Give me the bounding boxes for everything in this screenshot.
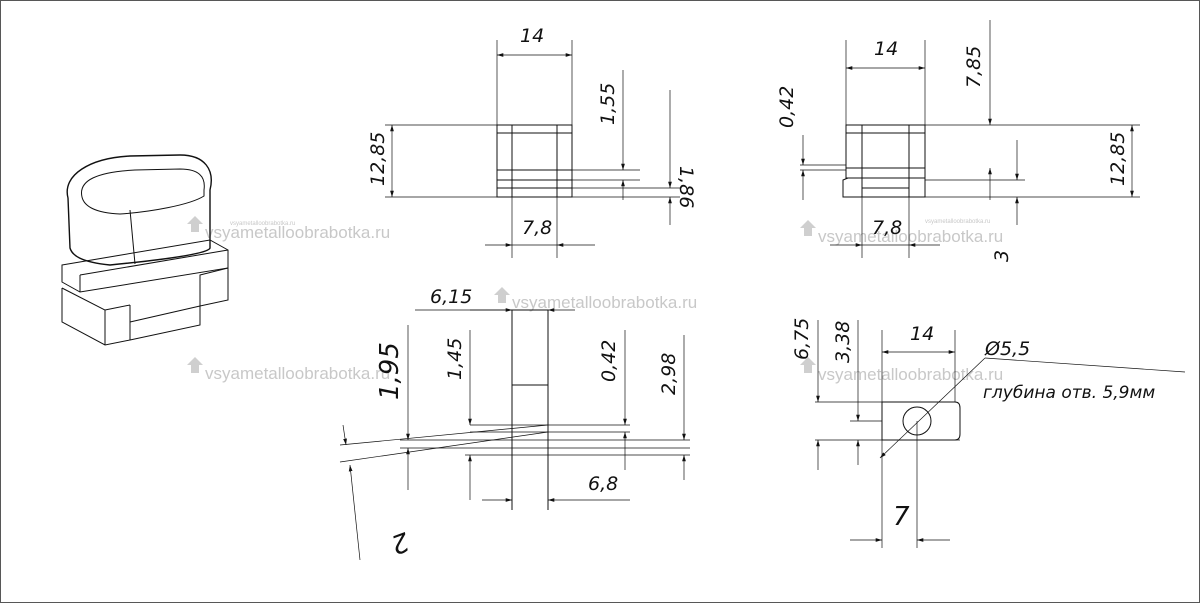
dim-h4: 2,98 (658, 353, 680, 395)
watermark-5: vsyametalloobrabotka.ru (800, 357, 1003, 384)
svg-text:vsyametalloobrabotka.ru: vsyametalloobrabotka.ru (205, 223, 390, 242)
section-view: 6,15 1,95 1,45 0,42 2,98 6,8 2 (339, 286, 690, 561)
watermark-2: vsyametalloobrabotka.ru (187, 357, 390, 383)
dim-h3: 0,42 (598, 340, 620, 382)
svg-text:vsyametalloobrabotka.ru: vsyametalloobrabotka.ru (925, 219, 990, 225)
dim-d1: 6,75 (791, 318, 813, 360)
svg-text:vsyametalloobrabotka.ru: vsyametalloobrabotka.ru (818, 227, 1003, 246)
dim-width: 14 (520, 25, 544, 47)
watermark-1: vsyametalloobrabotka.ru vsyametalloobrab… (187, 216, 390, 242)
dim-bottom: 6,8 (588, 473, 618, 495)
dim-inner-width: 7,8 (522, 217, 552, 239)
isometric-part (61, 154, 229, 346)
dim-height: 12,85 (367, 132, 389, 186)
hole-diameter: Ø5,5 (984, 338, 1030, 360)
dim-gap: 0,42 (776, 86, 798, 128)
dim-left: 6,15 (430, 286, 472, 308)
dim-top-gap: 1,55 (597, 83, 619, 125)
dim-d2: 3,38 (832, 321, 854, 363)
dim-base: 3 (991, 250, 1013, 262)
side-view: 14 7,85 0,42 12,85 3 7,8 (776, 20, 1140, 262)
dim-h2: 1,45 (444, 338, 466, 380)
svg-text:vsyametalloobrabotka.ru: vsyametalloobrabotka.ru (818, 365, 1003, 384)
top-view: 14 6,75 3,38 Ø5,5 глубина отв. 5,9мм 7 (791, 318, 1186, 548)
dim-step: 1,86 (675, 166, 697, 208)
dim-h1: 1,95 (375, 342, 405, 400)
front-view: 14 12,85 1,55 1,86 7,8 (367, 25, 697, 258)
dim-height: 12,85 (1107, 132, 1129, 186)
watermark-4: vsyametalloobrabotka.ru vsyametalloobrab… (800, 219, 1003, 246)
dim-tilt: 2 (387, 525, 413, 559)
depth-note: глубина отв. 5,9мм (983, 383, 1155, 403)
svg-text:vsyametalloobrabotka.ru: vsyametalloobrabotka.ru (205, 364, 390, 383)
watermark-3: vsyametalloobrabotka.ru (494, 287, 697, 312)
dim-width: 14 (874, 38, 898, 60)
dim-top-offset: 7,85 (963, 46, 985, 88)
svg-text:vsyametalloobrabotka.ru: vsyametalloobrabotka.ru (230, 221, 295, 227)
dim-width: 14 (910, 323, 934, 345)
dim-inner-width: 7,8 (872, 217, 902, 239)
dim-offset: 7 (893, 502, 910, 532)
svg-text:vsyametalloobrabotka.ru: vsyametalloobrabotka.ru (512, 293, 697, 312)
